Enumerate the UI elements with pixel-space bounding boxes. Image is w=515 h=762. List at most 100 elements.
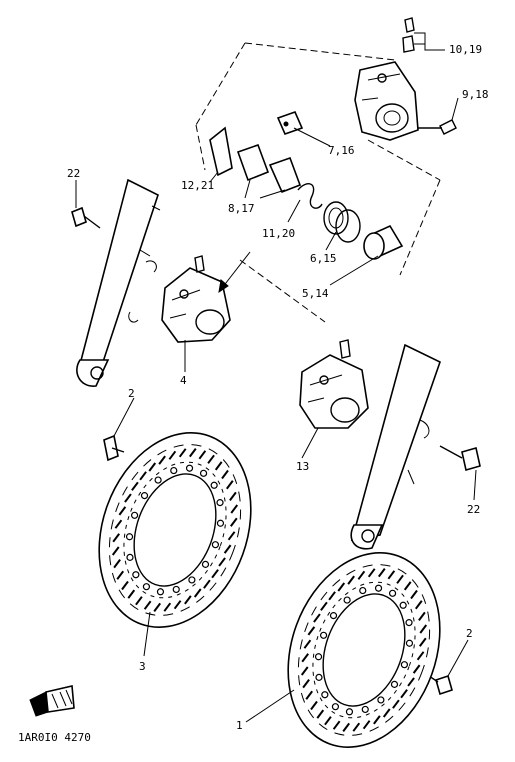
disc-slot: [352, 722, 361, 732]
disc-slot: [307, 626, 316, 636]
right-fork-leg: [350, 343, 441, 550]
disc-mount-hole: [140, 492, 149, 500]
leader-lines: [75, 32, 477, 723]
disc-mount-hole: [216, 499, 224, 507]
pad-spring-12-21: [209, 126, 233, 177]
disc-slot: [313, 613, 321, 623]
disc-slot: [373, 715, 381, 725]
disc-mount-hole: [374, 584, 383, 592]
disc-slot: [357, 570, 366, 580]
piston-5-14: [363, 224, 404, 260]
disc-mount-hole: [405, 639, 414, 647]
disc-slot: [139, 471, 147, 481]
disc-mount-hole: [185, 464, 194, 472]
disc-slot: [310, 700, 318, 711]
disc-slot: [227, 531, 236, 541]
disc-slot: [189, 448, 197, 458]
disc-slot: [218, 557, 226, 567]
callout-4: 4: [180, 374, 187, 387]
disc-mount-hole: [315, 673, 323, 681]
disc-slot: [301, 653, 309, 663]
disc-mount-hole: [125, 533, 134, 541]
disc-slot: [305, 690, 314, 700]
disc-mount-hole: [361, 705, 369, 714]
callout-22-left: 22: [67, 167, 80, 180]
disc-mount-hole: [142, 583, 151, 591]
disc-slot: [184, 595, 192, 605]
disc-slot: [207, 454, 215, 464]
disc-slot: [378, 568, 386, 578]
disc-mount-hole: [211, 541, 220, 549]
bolt-22-right: [439, 445, 481, 472]
disc-slot: [410, 589, 418, 600]
disc-slot: [412, 664, 421, 674]
disc-mount-hole: [343, 596, 351, 604]
disc-slot: [230, 517, 238, 527]
disc-mount-hole: [390, 680, 399, 688]
disc-slot: [221, 469, 229, 480]
disc-slot: [131, 481, 139, 491]
disc-mount-hole: [172, 585, 180, 594]
callout-9-18: 9,18: [462, 88, 489, 101]
seals-6-15: [323, 201, 361, 243]
disc-mount-hole: [130, 511, 139, 519]
disc-slot: [113, 559, 121, 569]
disc-slot: [230, 504, 239, 514]
disc-slot: [229, 491, 237, 501]
disc-slot: [342, 722, 350, 732]
disc-slot: [400, 689, 408, 699]
disc-mount-hole: [388, 589, 397, 597]
disc-slot: [418, 611, 426, 621]
callout-8-17: 8,17: [228, 202, 255, 215]
disc-slot: [198, 450, 207, 460]
callout-1: 1: [236, 719, 243, 732]
disc-slot: [316, 709, 325, 719]
disc-slot: [168, 450, 177, 460]
callout-5-14: 5,14: [302, 287, 329, 300]
disc-slot: [124, 493, 132, 503]
callout-22-right: 22: [467, 503, 480, 516]
disc-mount-hole: [170, 466, 178, 475]
callout-10-19: 10,19: [449, 43, 482, 56]
callout-2-left: 2: [128, 387, 135, 400]
callout-13: 13: [296, 460, 309, 473]
disc-slot: [416, 651, 425, 661]
disc-slot: [163, 602, 172, 612]
disc-mount-hole: [126, 553, 134, 561]
disc-slot: [173, 600, 182, 610]
disc-mount-hole: [216, 519, 225, 527]
disc-mount-hole: [319, 631, 328, 639]
disc-slot: [324, 716, 332, 726]
disc-mount-hole: [399, 601, 407, 609]
clip-11-20: [297, 183, 323, 209]
disc-mount-hole: [199, 469, 208, 477]
callout-7-16: 7,16: [328, 144, 355, 157]
disc-slot: [337, 582, 346, 592]
disc-mount-hole: [188, 576, 196, 584]
disc-mount-hole: [314, 653, 323, 661]
disc-slot: [382, 708, 391, 718]
callout-3: 3: [139, 660, 146, 673]
disc-slot: [367, 568, 376, 578]
disc-slot: [111, 546, 120, 556]
callout-6-15: 6,15: [310, 252, 337, 265]
disc-slot: [153, 602, 161, 612]
disc-slot: [116, 570, 125, 580]
bolt-9-18: [418, 119, 457, 135]
disc-slot: [114, 519, 123, 529]
upper-caliper: [354, 17, 419, 141]
disc-slot: [143, 600, 152, 610]
disc-mount-hole: [321, 691, 329, 699]
disc-mount-hole: [132, 571, 140, 579]
disc-slot: [214, 461, 223, 471]
disc-slot: [328, 591, 336, 601]
caliper-13: [299, 339, 369, 429]
catalog-code: 1AR0I0 4270: [18, 731, 91, 744]
left-fork-leg: [76, 178, 161, 387]
disc-slot: [148, 462, 157, 472]
disc-slot: [419, 624, 428, 634]
bolt-22-left: [71, 206, 101, 229]
disc-slot: [332, 720, 341, 730]
bolt-2-left: [103, 434, 125, 462]
disc-slot: [300, 666, 309, 676]
